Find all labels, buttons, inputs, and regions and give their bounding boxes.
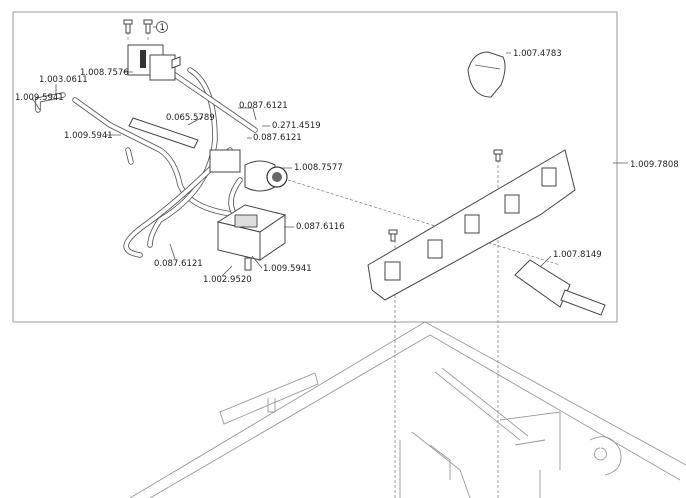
note-marker-circle	[156, 21, 168, 33]
machine-housing	[129, 321, 686, 498]
callout-0-271-4519: 0.271.4519	[272, 121, 321, 131]
callout-1-009-5941-left: 1.009.5941	[64, 131, 113, 141]
callout-0-087-6121-upper: 0.087.6121	[239, 101, 288, 111]
callout-1-008-7576: 1.008.7576	[80, 68, 129, 78]
assembly-frame	[12, 11, 618, 323]
boiler	[216, 204, 287, 271]
callout-1-007-4783: 1.007.4783	[513, 49, 562, 59]
screw-icon	[123, 19, 503, 242]
knob	[467, 51, 506, 98]
leader-lines	[31, 52, 628, 277]
solenoid-valve	[127, 44, 181, 81]
callout-1-003-0611: 1.003.0611	[39, 75, 88, 85]
handle	[514, 259, 606, 316]
callout-1-009-5941-bottom: 1.009.5941	[263, 264, 312, 274]
callout-0-087-6116: 0.087.6116	[296, 222, 345, 232]
callout-0-087-6121-mid: 0.087.6121	[253, 133, 302, 143]
callout-1-009-7808: 1.009.7808	[630, 160, 679, 170]
pump	[209, 149, 288, 192]
alignment-lines	[127, 22, 561, 498]
hoses	[35, 67, 278, 258]
callout-0-087-6121-bottom: 0.087.6121	[154, 259, 203, 269]
note-marker: 1	[160, 23, 165, 33]
callout-0-065-5789: 0.065.5789	[166, 113, 215, 123]
callout-1-009-5941-far-left: 1.009.5941	[15, 93, 64, 103]
callout-1-007-8149: 1.007.8149	[553, 250, 602, 260]
control-panel	[367, 149, 576, 301]
callout-1-002-9520: 1.002.9520	[203, 275, 252, 285]
callout-1-008-7577: 1.008.7577	[294, 163, 343, 173]
rod	[128, 117, 199, 149]
